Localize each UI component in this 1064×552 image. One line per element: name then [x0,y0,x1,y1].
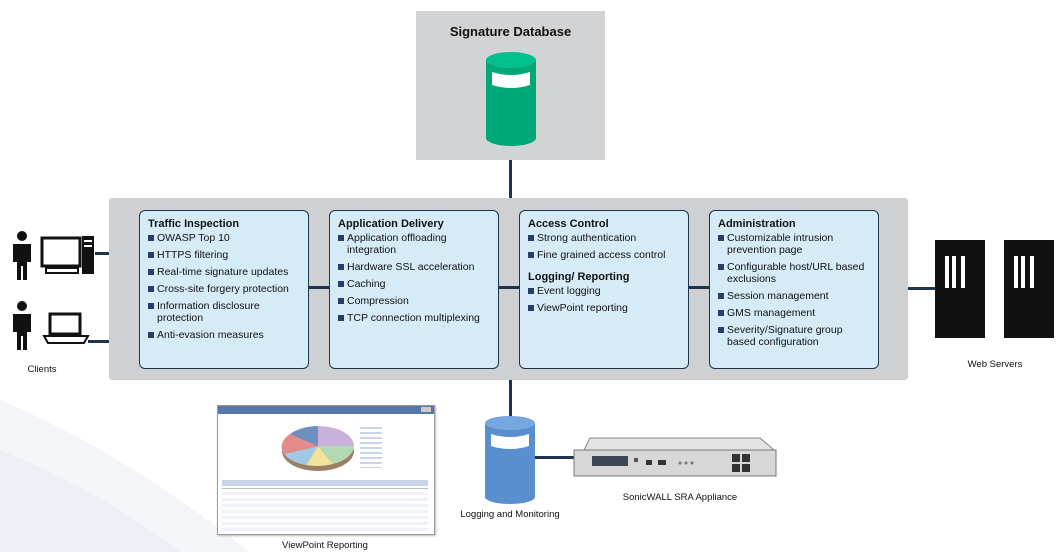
feature-item: Configurable host/URL based exclusions [718,261,870,285]
sra-appliance-icon [573,437,777,477]
logging-label: Logging and Monitoring [460,509,560,520]
feature-item: Compression [338,295,490,307]
feature-item: Severity/Signature group based configura… [718,324,870,348]
feature-item: Application offloading integration [338,232,490,256]
panel-application-delivery: Application Delivery Application offload… [329,210,499,369]
appliance-connector [520,456,585,459]
feature-item: Real-time signature updates [148,266,300,278]
feature-item: ViewPoint reporting [528,302,680,314]
panel-traffic-inspection: Traffic Inspection OWASP Top 10 HTTPS fi… [139,210,309,369]
database-icon [486,52,536,146]
signature-database-title: Signature Database [449,24,572,39]
viewpoint-thumbnail [217,405,435,535]
panel-heading: Administration [718,218,796,230]
feature-item: Event logging [528,285,680,297]
panel-heading: Application Delivery [338,218,444,230]
background-swoosh [0,400,250,552]
web-servers-label: Web Servers [967,359,1023,370]
viewpoint-label: ViewPoint Reporting [282,540,368,551]
logging-database-icon [485,416,535,504]
signature-database: Signature Database [416,11,605,160]
feature-item: Anti-evasion measures [148,329,300,341]
feature-item: Customizable intrusion prevention page [718,232,870,256]
client-laptop-icon [13,301,90,350]
client1-connector [95,252,109,255]
feature-item: Hardware SSL acceleration [338,261,490,273]
sra-feature-band: Traffic Inspection OWASP Top 10 HTTPS fi… [109,198,908,380]
feature-item: Information disclosure protection [148,300,300,324]
clients-label: Clients [27,364,57,375]
feature-item: HTTPS filtering [148,249,300,261]
feature-item: Caching [338,278,490,290]
logging-connector [509,380,512,420]
feature-item: Cross-site forgery protection [148,283,300,295]
feature-item: Session management [718,290,870,302]
panel-administration: Administration Customizable intrusion pr… [709,210,879,369]
viewpoint-pie-icon [281,426,354,471]
client-desktop-icon [13,231,94,280]
web-server-icon [1004,240,1054,338]
server-connector [908,287,936,290]
client2-connector [88,340,109,343]
panel-link [309,286,329,289]
panel-link [499,286,519,289]
feature-item: TCP connection multiplexing [338,312,490,324]
feature-item: Strong authentication [528,232,680,244]
web-server-icon [935,240,985,338]
panel-heading: Traffic Inspection [148,218,240,230]
db-connector [509,140,512,198]
appliance-label: SonicWALL SRA Appliance [622,492,738,503]
panel-heading: Access Control [528,218,609,230]
panel-link [689,286,709,289]
panel-access-control: Access Control Strong authentication Fin… [519,210,689,369]
feature-item: GMS management [718,307,870,319]
feature-item: OWASP Top 10 [148,232,300,244]
feature-item: Fine grained access control [528,249,680,261]
panel-subheading: Logging/ Reporting [528,271,630,283]
